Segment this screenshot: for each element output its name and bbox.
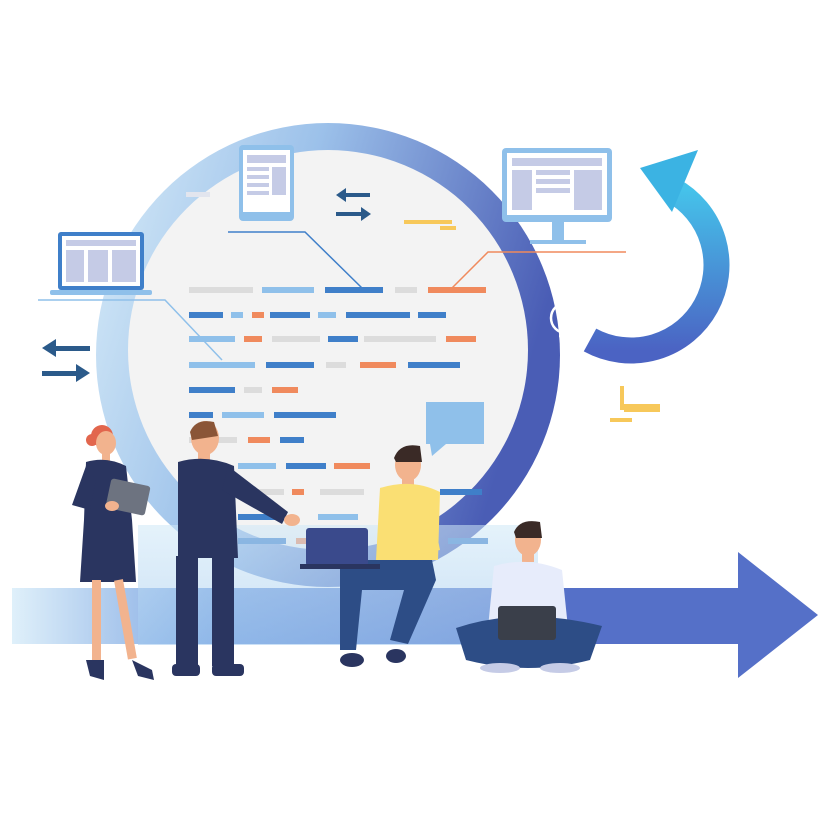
man-in-suit-pointing [172,421,300,676]
swap-arrows-icon [42,339,90,382]
man-sitting-with-laptop [300,445,440,667]
woman-with-tablet [72,425,154,680]
laptop-wireframe-icon [50,232,152,295]
decorative-dashes [186,192,660,422]
monitor-wireframe-icon [502,148,612,244]
lightbulb-icon [549,301,583,344]
connector-lines [38,231,626,361]
cycle-arrow-icon [583,150,730,364]
speech-bubble-icon [426,402,484,456]
tablet-wireframe-icon [239,145,294,221]
man-cross-legged-with-laptop [456,521,602,673]
swap-arrows-icon [336,188,371,221]
